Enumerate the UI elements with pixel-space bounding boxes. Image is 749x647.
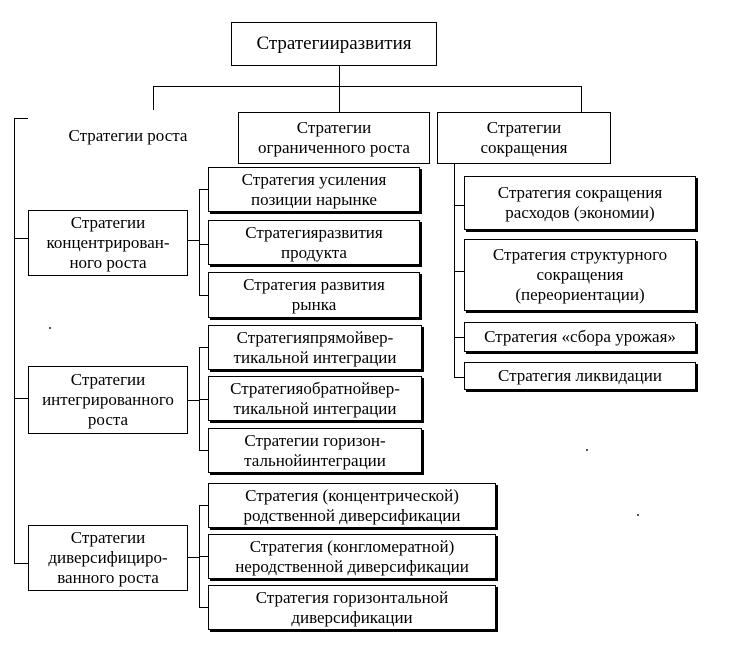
connector	[199, 607, 208, 609]
connector	[454, 271, 464, 273]
strategy-box: Стратегияпрямойвер- тикальной интеграции	[208, 325, 422, 370]
connector	[14, 398, 28, 400]
strategy-box: Стратегия структурного сокращения (перео…	[464, 239, 696, 311]
connector	[339, 66, 341, 87]
branch-growth: Стратегии роста	[28, 112, 228, 160]
connector	[339, 86, 341, 112]
connector	[199, 505, 208, 507]
group-diversified-growth: Стратегии диверсифициро- ванного роста	[28, 525, 188, 591]
root-node: Стратегииразвития	[231, 22, 437, 66]
scan-speck	[49, 327, 51, 329]
connector	[199, 399, 208, 401]
strategy-box: Стратегии горизон- тальнойинтеграции	[208, 428, 422, 473]
scan-speck	[586, 449, 588, 451]
connector	[199, 189, 201, 296]
connector	[454, 337, 464, 339]
connector	[188, 557, 200, 559]
connector	[14, 118, 16, 564]
strategy-box: Стратегия сокращения расходов (экономии)	[464, 176, 696, 230]
strategy-box: Стратегия усиления позиции нарынке	[208, 167, 420, 212]
connector	[581, 86, 583, 112]
connector	[454, 377, 464, 379]
strategy-box: Стратегия (концентрической) родственной …	[208, 483, 496, 528]
connector	[199, 556, 208, 558]
connector	[153, 86, 582, 88]
connector	[199, 347, 208, 349]
connector	[188, 400, 200, 402]
strategy-box: Стратегия ликвидации	[464, 362, 696, 390]
connector	[199, 189, 208, 191]
connector	[153, 86, 155, 110]
strategy-box: Стратегия горизонтальной диверсификации	[208, 585, 496, 630]
strategy-box: Стратегияразвития продукта	[208, 220, 420, 265]
connector	[188, 240, 200, 242]
branch-limited-growth: Стратегии ограниченного роста	[238, 112, 430, 164]
strategy-box: Стратегияобратнойвер- тикальной интеграц…	[208, 376, 422, 421]
group-concentrated-growth: Стратегии концентрирован- ного роста	[28, 210, 188, 276]
connector	[199, 295, 208, 297]
strategy-box: Стратегия (конгломератной) неродственной…	[208, 534, 496, 579]
branch-reduction: Стратегии сокращения	[437, 112, 611, 164]
connector	[14, 563, 28, 565]
connector	[199, 244, 208, 246]
scan-speck	[637, 514, 639, 516]
strategy-box: Стратегия развития рынка	[208, 272, 420, 318]
group-integrated-growth: Стратегии интегрированного роста	[28, 366, 188, 434]
connector	[199, 450, 208, 452]
connector	[454, 160, 456, 377]
connector	[454, 205, 464, 207]
connector	[14, 238, 28, 240]
strategy-box: Стратегия «сбора урожая»	[464, 322, 696, 352]
